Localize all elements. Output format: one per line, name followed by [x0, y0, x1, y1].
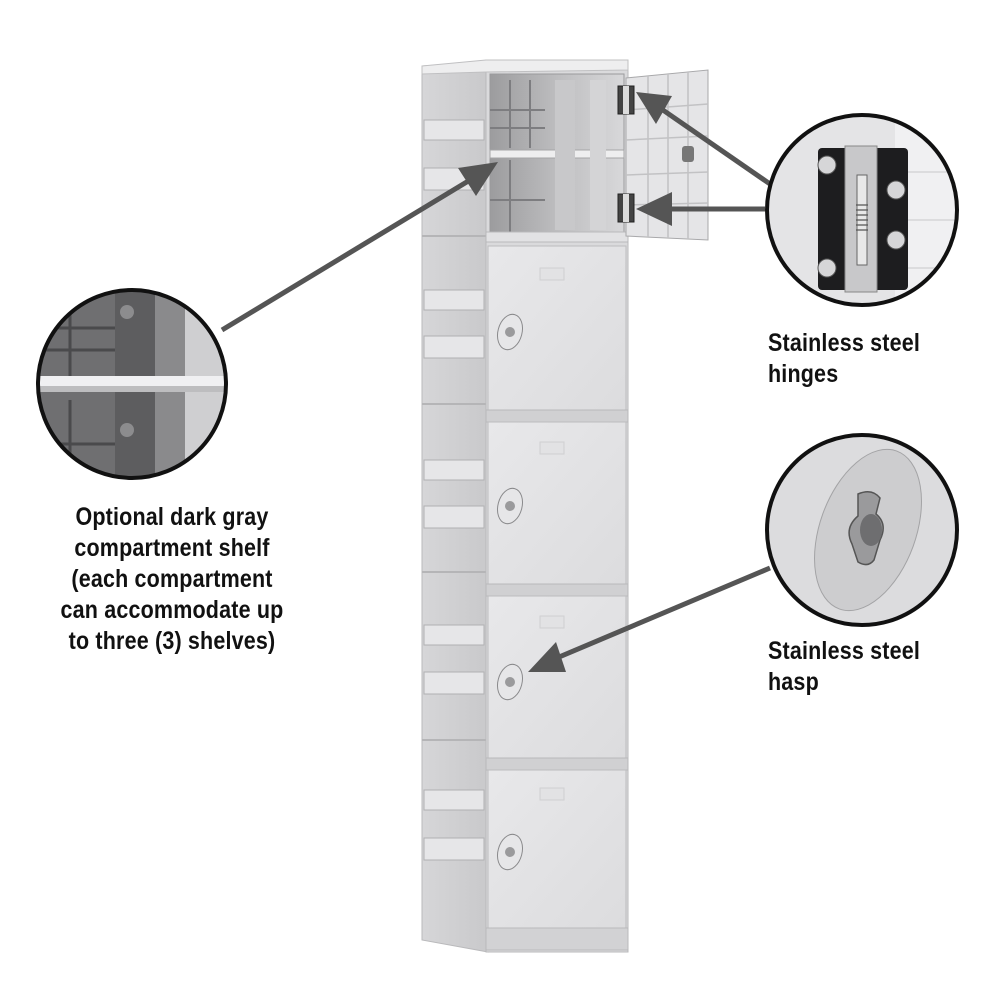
hasp-detail-circle: [765, 433, 959, 627]
hinges-callout-line-2: hinges: [768, 360, 839, 388]
hasp-callout-line-2: hasp: [768, 668, 819, 696]
shelf-callout-line-4: can accommodate up: [60, 596, 284, 624]
hasp-callout-line-1: Stainless steel: [768, 637, 920, 665]
shelf-callout-line-2: compartment shelf: [74, 534, 270, 562]
shelf-callout-line-3: (each compartment: [71, 565, 273, 593]
closed-doors: [485, 245, 629, 951]
callout-arrows: [220, 92, 772, 672]
top-compartment-open: [485, 73, 629, 243]
shelf-callout-label: Optional dark gray compartment shelf (ea…: [43, 502, 301, 657]
hasp-callout-label: Stainless steel hasp: [768, 636, 920, 698]
shelf-callout-line-1: Optional dark gray: [75, 503, 269, 531]
shelf-detail-circle: [36, 288, 228, 480]
hinge-detail-circle: [765, 113, 959, 307]
locker-side-panel: [421, 61, 489, 953]
shelf-callout-line-5: to three (3) shelves): [68, 627, 276, 655]
hinges-callout-line-1: Stainless steel: [768, 329, 920, 357]
hinges-callout-label: Stainless steel hinges: [768, 328, 920, 390]
